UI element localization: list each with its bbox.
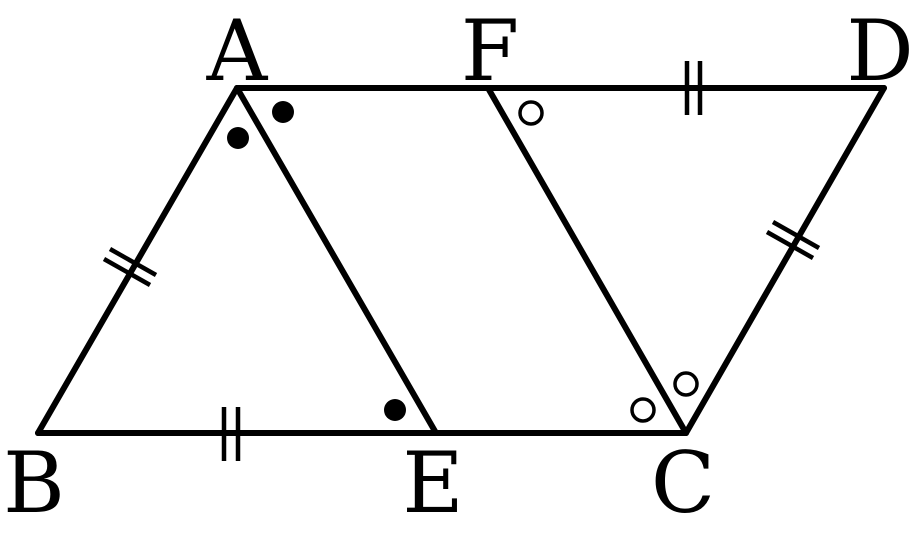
vertex-label-E: E [402,434,463,532]
angle-mark-C-right [673,371,699,397]
segment-AE [234,85,439,436]
angle-mark-A-lower [227,127,249,149]
vertex-label-F: F [461,2,519,100]
angle-mark-E [384,399,406,421]
angle-mark-C-left [630,397,656,423]
equal-mark-AB [102,247,158,287]
vertex-label-B: B [3,434,65,532]
vertex-label-C: C [651,434,715,532]
vertex-label-A: A [206,2,269,100]
vertex-label-D: D [846,2,913,100]
segment-AB [35,85,240,436]
equal-marks [102,61,821,461]
equal-mark-DC [765,220,821,260]
vertex-labels: A F D B E C [3,2,914,532]
equal-mark-BE [221,407,241,461]
segments [35,85,887,436]
equal-mark-FD [684,61,703,115]
segment-FC [485,85,689,436]
angle-mark-A-upper [272,101,294,123]
segment-DC [683,85,887,436]
angle-marks [227,100,699,423]
angle-mark-F [518,100,544,126]
